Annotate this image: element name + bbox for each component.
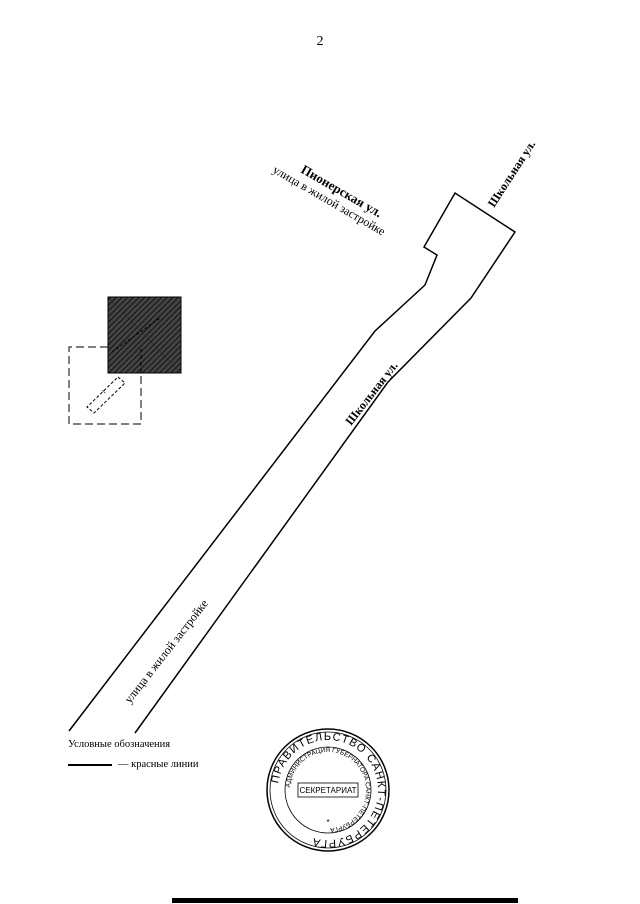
legend: Условные обозначения — красные линии	[68, 739, 198, 770]
dashed-parcel-boundary	[68, 346, 142, 425]
stamp-center-text: СЕКРЕТАРИАТ	[299, 786, 356, 795]
legend-item-label: — красные линии	[118, 759, 199, 770]
legend-item-red-lines: — красные линии	[68, 759, 198, 770]
parcel-label: 1	[101, 389, 107, 395]
legend-title: Условные обозначения	[68, 739, 171, 750]
stamp-star: *	[326, 818, 329, 827]
shkolnaya-top-label: Школьная ул.	[485, 138, 539, 210]
official-seal-stamp: ПРАВИТЕЛЬСТВО САНКТ-ПЕТЕРБУРГА АДМИНИСТР…	[266, 728, 390, 852]
page-number: 2	[316, 34, 324, 49]
red-line-symbol	[68, 763, 112, 766]
bottom-rule	[172, 898, 518, 903]
dashed-inner-parcel	[86, 376, 126, 414]
red-line-west	[68, 191, 517, 734]
shkolnaya-middle-label: Школьная ул.	[342, 359, 400, 428]
